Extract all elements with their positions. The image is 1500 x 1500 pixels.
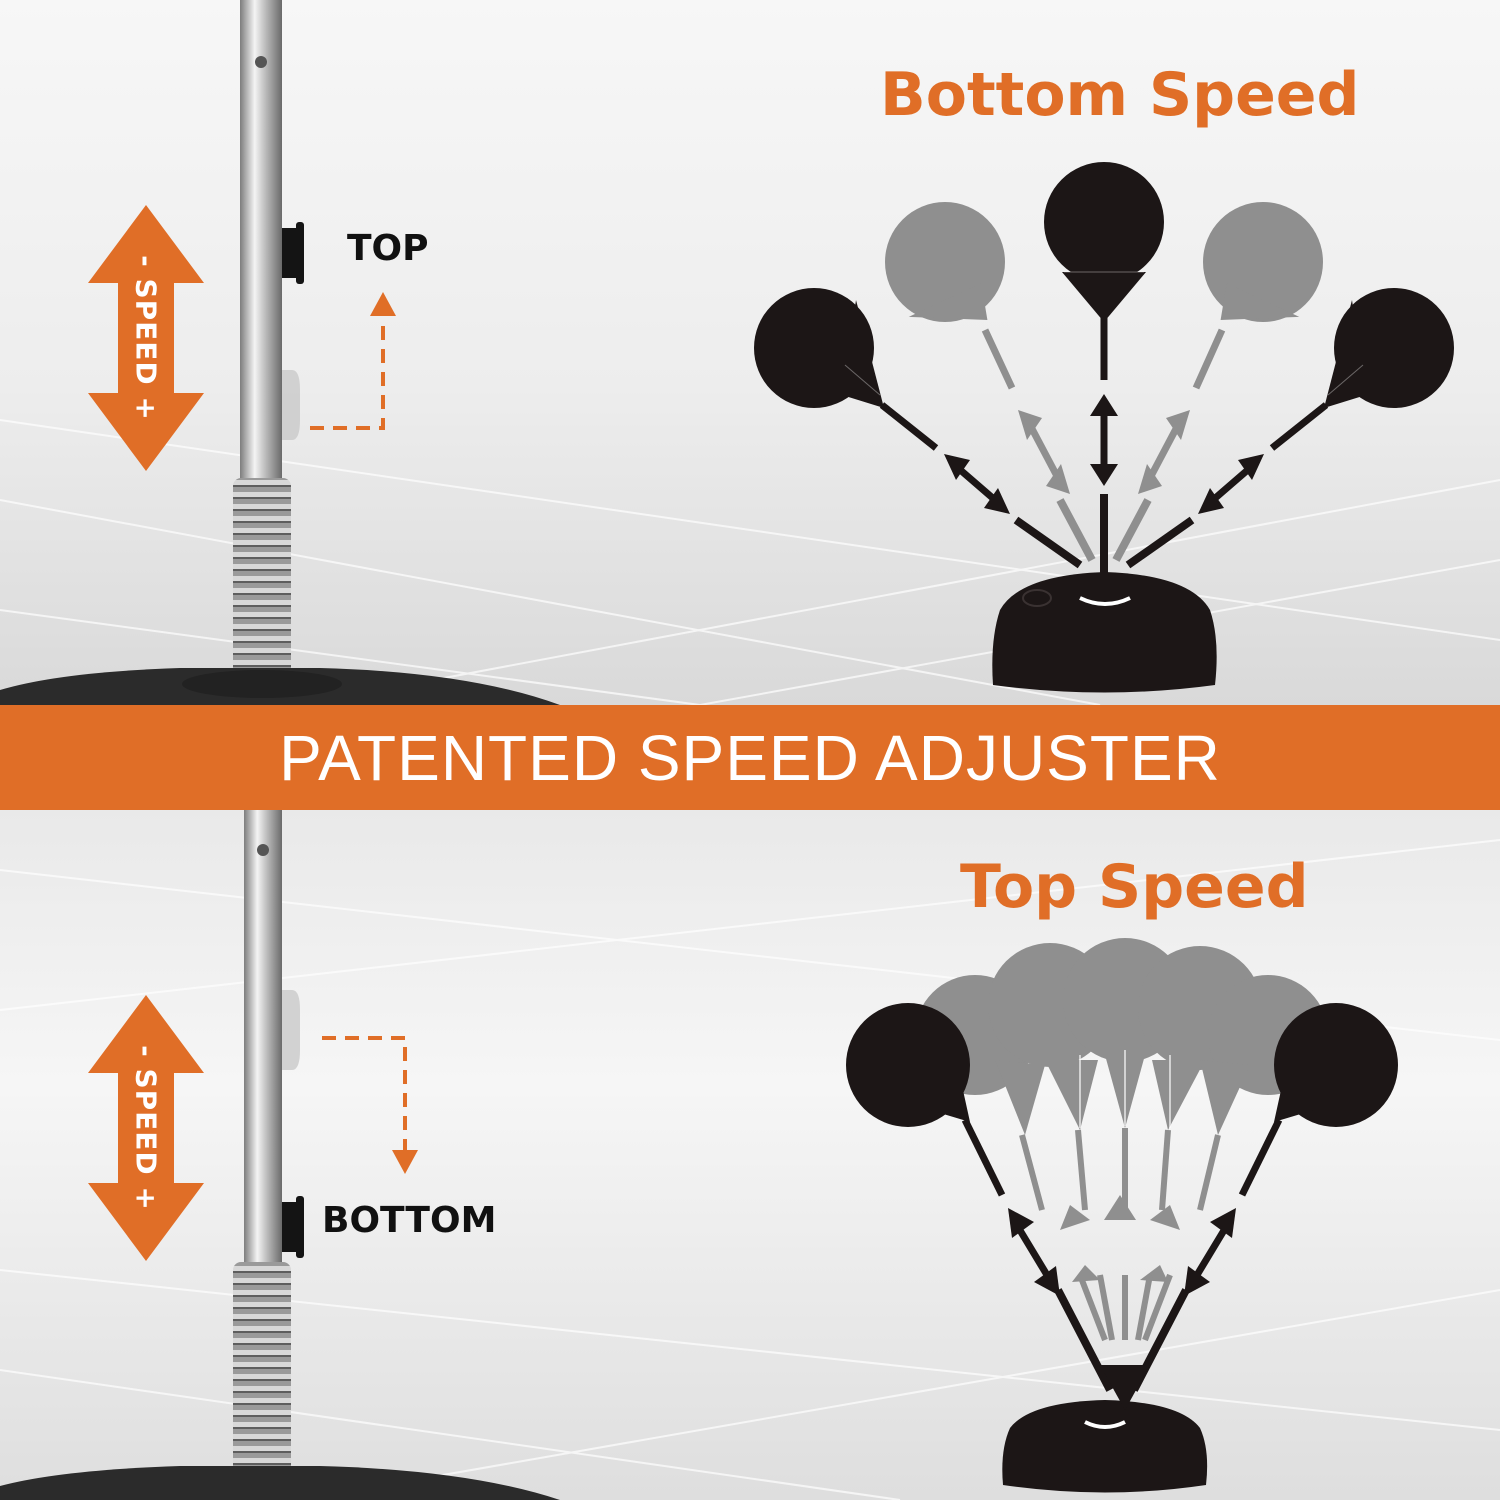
speed-arrow-label: - SPEED + <box>129 1045 163 1211</box>
banner-title: PATENTED SPEED ADJUSTER <box>279 721 1221 794</box>
pole <box>240 0 282 490</box>
speed-arrow-bottom: - SPEED + <box>88 995 204 1261</box>
pole-screw <box>257 844 269 856</box>
double-arrow-icon <box>88 205 204 471</box>
arrow-down-icon <box>392 1150 418 1174</box>
ghost-knob <box>282 990 300 1070</box>
top-panel: Bottom Speed TOP - SPEED + <box>0 0 1500 705</box>
top-panel-illustration <box>0 0 1500 705</box>
dome-base <box>1002 1400 1208 1493</box>
spring <box>233 1262 291 1492</box>
double-arrow-icon <box>88 995 204 1261</box>
top-position-label: TOP <box>347 228 429 269</box>
ball-fan-diagram <box>846 938 1398 1493</box>
dashed-path <box>322 1036 407 1150</box>
stand-base <box>0 1466 560 1500</box>
ball-fan-diagram <box>754 162 1454 693</box>
knob-icon <box>282 228 300 278</box>
banner: PATENTED SPEED ADJUSTER <box>0 705 1500 810</box>
bottom-position-label: BOTTOM <box>322 1200 497 1241</box>
speed-arrow-top: - SPEED + <box>88 205 204 471</box>
speed-arrow-label: - SPEED + <box>129 255 163 421</box>
pole-screw <box>255 56 267 68</box>
knob-icon <box>282 1202 300 1252</box>
arrow-up-icon <box>370 292 396 316</box>
dashed-path <box>310 318 385 430</box>
top-speed-heading: Top Speed <box>960 852 1309 922</box>
bottom-panel-illustration <box>0 810 1500 1500</box>
pole <box>244 810 282 1320</box>
bottom-panel: Top Speed BOTTOM - SPEED + <box>0 810 1500 1500</box>
spring <box>233 478 291 698</box>
bottom-speed-heading: Bottom Speed <box>880 60 1360 130</box>
ghost-knob <box>282 370 300 440</box>
dome-base <box>992 572 1217 693</box>
